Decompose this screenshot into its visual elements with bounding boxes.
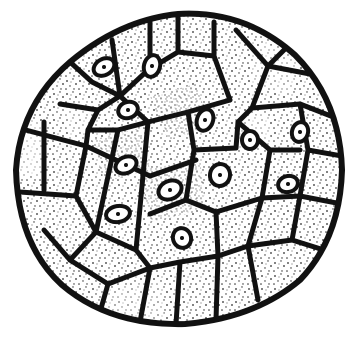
cell-cross-section-diagram: [0, 0, 358, 338]
